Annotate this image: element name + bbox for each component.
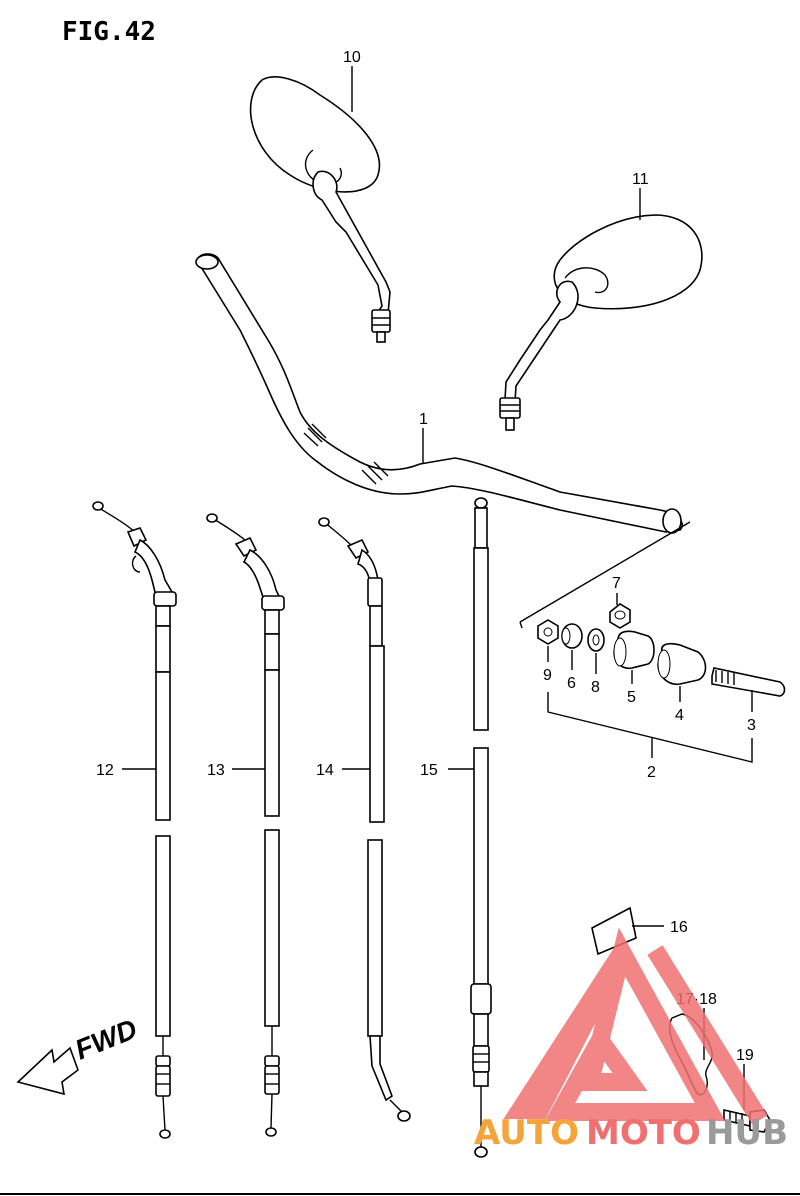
cable-13 [206,513,285,1137]
leader-barend [519,521,691,629]
label-13: 13 [207,762,225,779]
figure-title: FIG.42 [62,17,156,47]
label-15: 15 [420,762,438,779]
watermark-part-moto: MOTO [586,1113,701,1153]
label-9: 9 [543,667,552,684]
label-6: 6 [567,675,576,692]
label-12: 12 [96,762,114,779]
fwd-arrow [16,1046,79,1096]
label-7: 7 [612,575,621,592]
label-14: 14 [316,762,334,779]
bar-end-parts [537,603,786,697]
label-2: 2 [647,764,656,781]
label-3: 3 [747,717,756,734]
label-8: 8 [591,679,600,696]
watermark-part-hub: HUB [706,1113,788,1153]
label-5: 5 [627,689,636,706]
bracket-2 [547,692,753,763]
fwd-label: FWD [71,1013,142,1066]
label-19: 19 [736,1047,754,1064]
mirror-left [249,76,391,343]
label-11: 11 [632,171,649,188]
watermark-logo [503,927,768,1125]
label-10: 10 [343,49,361,66]
label-4: 4 [675,707,684,724]
cable-14 [318,517,411,1122]
mirror-right [499,214,703,431]
label-16: 16 [670,919,688,936]
watermark-part-auto: AUTO [474,1113,579,1153]
watermark-text: AUTO MOTO HUB [474,1113,788,1153]
cable-15 [470,497,492,1158]
cable-12 [92,501,177,1139]
label-1: 1 [419,411,428,428]
